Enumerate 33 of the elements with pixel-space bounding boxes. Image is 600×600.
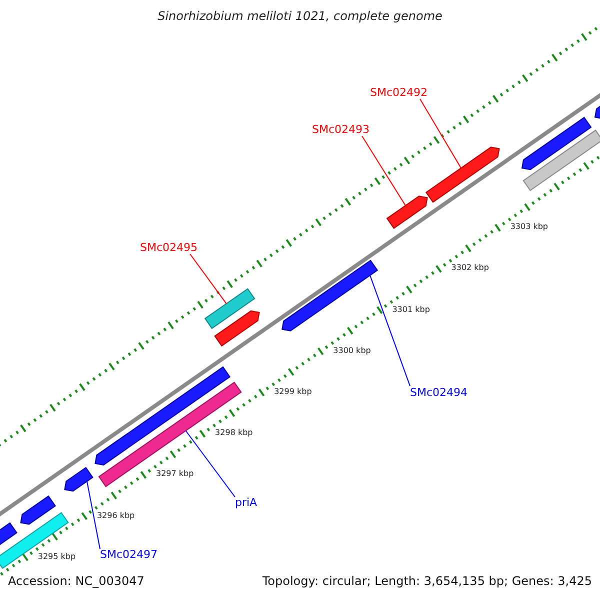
leader-line	[185, 430, 236, 498]
gene-feature	[521, 116, 592, 170]
leader-line	[420, 98, 462, 169]
footer-text: Accession: NC_003047	[8, 575, 144, 588]
gene-label: SMc02495	[140, 241, 198, 254]
scale-label: 3300 kbp	[333, 344, 371, 356]
scale-label: 3298 kbp	[215, 427, 253, 438]
gene-feature	[0, 522, 18, 548]
leader-line	[86, 480, 100, 550]
gene-feature	[20, 495, 56, 525]
gene-label: SMc02492	[370, 86, 428, 99]
gene-label: SMc02497	[100, 548, 158, 561]
gene-feature	[425, 146, 500, 203]
gene-label: SMc02494	[410, 386, 468, 399]
scale-label: 3296 kbp	[96, 510, 135, 521]
gene-bar	[522, 130, 600, 192]
gene-feature	[282, 260, 378, 332]
diagram-title: Sinorhizobium meliloti 1021, complete genome	[156, 10, 444, 23]
scale-label: 3297 kbp	[156, 468, 194, 480]
scale-label: 3303 kbp	[510, 221, 548, 232]
gene-label: priA	[235, 496, 258, 509]
footer-text: Topology: circular; Length: 3,654,135 bp; Genes: 3,425	[262, 575, 592, 588]
gene-feature	[386, 196, 428, 229]
scale-label: 3299 kbp	[274, 386, 312, 397]
gene-label: SMc02493	[312, 123, 370, 136]
gene-bar	[204, 288, 256, 330]
scale-label: 3302 kbp	[451, 262, 489, 274]
leader-line	[362, 136, 406, 206]
leader-line	[370, 274, 410, 386]
scale-label: 3301 kbp	[392, 304, 430, 315]
gene-feature	[214, 310, 260, 347]
gene-feature	[64, 466, 94, 492]
scale-label: 3295 kbp	[38, 550, 76, 562]
